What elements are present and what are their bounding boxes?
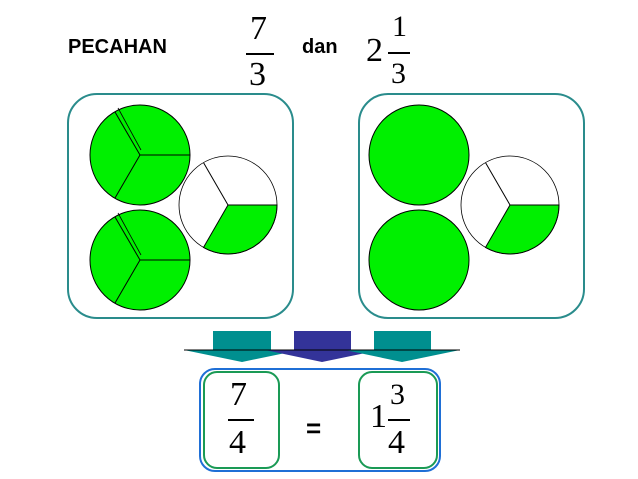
- mixed-number-numerator: 1: [392, 10, 407, 43]
- mixed-number-whole: 2: [366, 32, 383, 69]
- improper-fraction-bar: [246, 53, 274, 55]
- result-left-denominator: 4: [229, 424, 246, 461]
- arrow-middle: [265, 331, 380, 362]
- left-full-circle-2: [89, 209, 191, 311]
- result-right-whole: 1: [370, 398, 387, 435]
- result-left-numerator: 7: [230, 376, 247, 413]
- right-full-circle-1: [368, 104, 470, 206]
- arrow-right: [345, 331, 460, 362]
- improper-fraction: 7 3: [242, 10, 282, 93]
- mixed-number: 2 1 3: [366, 10, 416, 90]
- title-connector: dan: [302, 36, 338, 58]
- equals-sign: =: [306, 413, 322, 443]
- improper-fraction-denominator: 3: [249, 56, 266, 93]
- left-partial-circle: [178, 155, 278, 255]
- result-left-fraction: 7 4: [222, 374, 262, 466]
- result-right-denominator: 4: [388, 424, 405, 461]
- result-right-bar: [388, 419, 410, 421]
- right-partial-circle: [460, 155, 560, 255]
- improper-fraction-numerator: 7: [250, 10, 267, 47]
- title-label: PECAHAN: [68, 36, 167, 58]
- right-full-circle-2: [368, 209, 470, 311]
- result-left-bar: [228, 419, 254, 421]
- result-right-mixed: 1 3 4: [370, 374, 430, 466]
- arrow-left: [184, 331, 300, 362]
- result-right-numerator: 3: [390, 378, 405, 411]
- left-full-circle-1: [89, 104, 191, 206]
- mixed-number-denominator: 3: [391, 57, 406, 90]
- mixed-number-bar: [388, 52, 410, 54]
